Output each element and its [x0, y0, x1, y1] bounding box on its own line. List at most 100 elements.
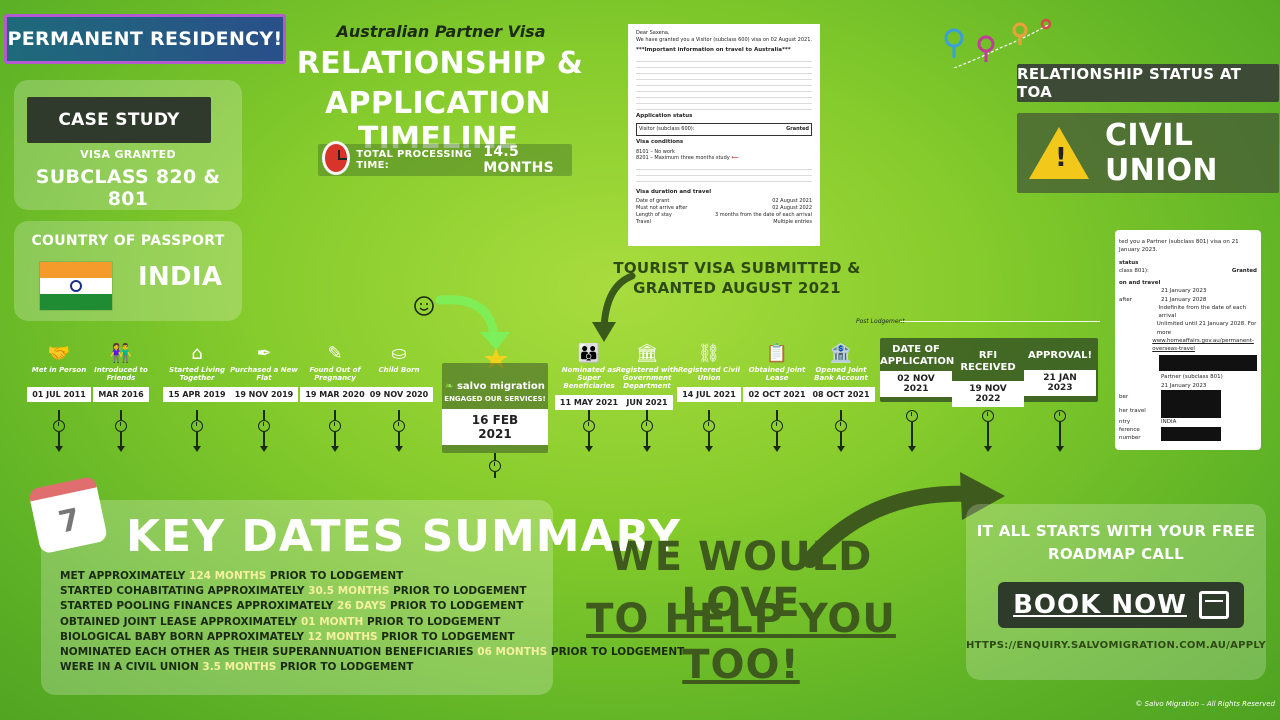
country-of-passport-label: COUNTRY OF PASSPORT — [31, 233, 225, 249]
clock-icon — [115, 420, 127, 432]
redaction-bar — [1161, 389, 1221, 404]
summary-line: STARTED POOLING FINANCES APPROXIMATELY 2… — [60, 599, 684, 614]
timeline-stem — [646, 432, 648, 446]
love-text-line2: TO HELP YOU TOO! — [586, 596, 896, 688]
timeline-item-date: 19 MAR 2020 — [300, 387, 370, 403]
doc1-row-value: 3 months from the date of each arrival — [714, 211, 812, 218]
doc1-row-key: Must not arrive after — [636, 205, 688, 212]
doc1-greeting: Dear Saxena, — [636, 30, 670, 36]
summary-line-suffix: PRIOR TO LODGEMENT — [377, 630, 515, 643]
pregnancy-test-icon: ✎ — [327, 343, 343, 364]
book-now-button[interactable]: BOOK NOW — [998, 582, 1244, 628]
timeline-stem — [840, 410, 842, 420]
doc1-row-value: 02 August 2022 — [772, 205, 812, 212]
doc2-row-value: Unlimited until 21 January 2028. For mor… — [1156, 321, 1257, 336]
doc2-row: ference number — [1119, 426, 1257, 443]
doc2-row: 21 January 2023 — [1119, 382, 1257, 390]
doc1-condition-2: 8201 – Maximum three months study ⟵ — [636, 155, 812, 162]
post-item-approval: APPROVAL! 21 JAN 2023 — [1024, 350, 1096, 396]
post-item-application: DATE OF APPLICATION 02 NOV 2021 — [880, 344, 955, 397]
doc1-row-value: 02 August 2021 — [772, 198, 812, 205]
timeline-item-date: 15 APR 2019 — [163, 387, 231, 403]
timeline-stem — [987, 422, 989, 446]
doc1-condition-1: 8101 – No work — [636, 148, 675, 155]
timeline-stem — [840, 432, 842, 446]
arrow-down-icon — [773, 446, 781, 452]
summary-line-text: STARTED POOLING FINANCES APPROXIMATELY — [60, 600, 338, 613]
timeline-stem — [1059, 422, 1061, 446]
book-now-label: BOOK NOW — [1013, 590, 1187, 620]
summary-line-text: MET APPROXIMATELY — [60, 570, 190, 582]
redaction-bar — [1161, 403, 1221, 418]
family-icon: 👪 — [577, 343, 601, 364]
clock-icon — [906, 410, 918, 422]
key-dates-summary-panel — [41, 500, 553, 695]
arrow-down-icon — [260, 446, 268, 452]
redaction-bar — [1159, 355, 1257, 372]
summary-line: STARTED COHABITATING APPROXIMATELY 30.5 … — [60, 584, 684, 599]
post-lodgement-box: DATE OF APPLICATION 02 NOV 2021 RFI RECE… — [880, 338, 1098, 407]
timeline-item-date: 09 NOV 2020 — [364, 387, 434, 402]
doc1-important: ***Important information on travel to Au… — [636, 46, 791, 53]
doc2-class-key: class 801): — [1119, 267, 1149, 274]
doc1-status-key: Visitor (subclass 600): — [639, 126, 695, 133]
key-dates-summary-list: MET APPROXIMATELY 124 MONTHS PRIOR TO LO… — [60, 569, 684, 675]
arrow-down-icon — [908, 446, 916, 452]
visitor-visa-grant-document: Dear Saxena, We have granted you a Visit… — [628, 24, 820, 246]
doc1-duration-title: Visa duration and travel — [636, 189, 712, 196]
doc2-row: www.homeaffairs.gov.au/permanent-oversea… — [1119, 337, 1257, 354]
alarm-clock-icon — [322, 141, 351, 175]
post-item-title: APPROVAL! — [1027, 350, 1093, 361]
clock-icon — [53, 420, 65, 432]
clock-icon — [191, 420, 203, 432]
arrow-down-icon — [585, 446, 593, 452]
doc1-status-value: Granted — [786, 126, 809, 133]
post-item-title: DATE OF APPLICATION — [880, 344, 955, 367]
clock-icon — [703, 420, 715, 432]
summary-line-text: OBTAINED JOINT LEASE APPROXIMATELY — [60, 615, 301, 628]
doc2-row-value: 21 January 2023 — [1161, 288, 1207, 295]
timeline-stem — [263, 410, 265, 420]
arrow-down-icon — [331, 446, 339, 452]
salvo-date: 16 FEB 2021 — [442, 409, 548, 445]
doc2-section: on and travel — [1119, 280, 1161, 286]
timeline-stem — [196, 410, 198, 420]
case-study-label: CASE STUDY — [27, 97, 211, 143]
summary-line-text: WERE IN A CIVIL UNION — [60, 661, 203, 674]
timeline-stem — [58, 410, 60, 420]
timeline-stem — [588, 410, 590, 420]
arrow-down-icon — [705, 446, 713, 452]
doc2-row-key: ference number — [1119, 427, 1141, 442]
salvo-leaf-icon: ❧ — [445, 381, 454, 392]
post-lodgement-line — [900, 321, 1100, 322]
arrow-down-icon — [1056, 446, 1064, 452]
arrow-down-icon — [193, 446, 201, 452]
summary-line-suffix: PRIOR TO LODGEMENT — [547, 646, 685, 659]
doc2-status: status — [1119, 259, 1139, 266]
clock-icon — [771, 420, 783, 432]
post-item-rfi: RFI RECEIVED 19 NOV 2022 — [952, 350, 1024, 407]
doc2-row-key — [1119, 337, 1142, 354]
arrow-down-icon — [837, 446, 845, 452]
apply-url-link[interactable]: HTTPS://ENQUIRY.SALVOMIGRATION.COM.AU/AP… — [966, 640, 1267, 651]
doc2-row-value: INDIA — [1161, 418, 1177, 425]
clock-icon — [489, 460, 501, 472]
pram-icon: ⛀ — [391, 343, 407, 364]
doc2-row-key: after — [1119, 296, 1133, 303]
summary-line-highlight: 26 DAYS — [337, 600, 387, 613]
doc2-class-row: class 801):Granted — [1119, 267, 1257, 275]
summary-line-highlight: 06 MONTHS — [477, 646, 548, 659]
summary-line-suffix: PRIOR TO LODGEMENT — [389, 585, 527, 598]
visa-granted-label: VISA GRANTED — [80, 148, 176, 161]
timeline-item-label: Purchased a New Flat — [230, 366, 298, 383]
partner-visa-grant-document: ted you a Partner (subclass 801) visa on… — [1115, 230, 1261, 450]
doc1-row-key: Length of stay — [636, 211, 672, 218]
